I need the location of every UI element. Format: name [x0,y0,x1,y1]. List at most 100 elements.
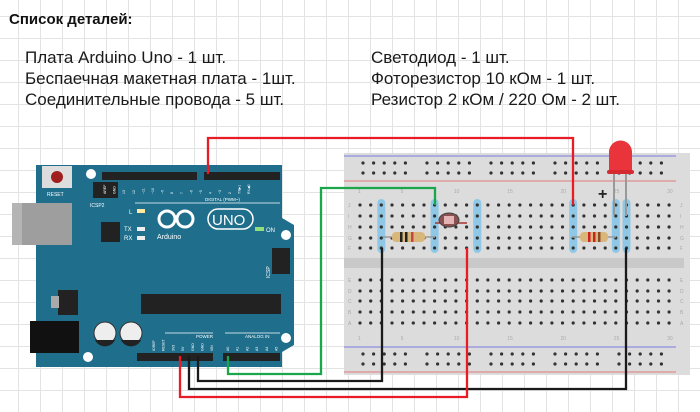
breadboard-hole[interactable] [656,310,661,314]
breadboard-hole[interactable] [401,214,405,218]
breadboard-hole[interactable] [369,310,373,314]
breadboard-hole[interactable] [592,278,597,282]
breadboard-hole[interactable] [539,236,543,240]
breadboard-hole[interactable] [401,321,405,325]
breadboard-hole[interactable] [592,225,597,229]
rail-hole[interactable] [553,362,557,366]
rail-hole[interactable] [382,161,386,165]
breadboard-hole[interactable] [550,321,554,325]
breadboard-hole[interactable] [614,299,618,303]
breadboard-hole[interactable] [529,299,533,303]
breadboard-hole[interactable] [507,246,511,250]
rail-hole[interactable] [553,352,557,356]
breadboard-hole[interactable] [486,203,490,207]
breadboard-hole[interactable] [497,236,501,240]
breadboard-hole[interactable] [497,225,501,229]
rail-hole[interactable] [425,161,429,165]
breadboard-hole[interactable] [560,278,565,282]
breadboard-hole[interactable] [635,214,639,218]
rail-hole[interactable] [531,161,536,165]
rail-hole[interactable] [595,352,600,356]
breadboard-hole[interactable] [422,203,426,207]
rail-hole[interactable] [446,171,450,175]
breadboard-hole[interactable] [603,278,607,282]
rail-hole[interactable] [425,171,429,175]
breadboard-hole[interactable] [497,321,501,325]
breadboard-hole[interactable] [656,299,661,303]
rail-hole[interactable] [531,171,536,175]
breadboard-hole[interactable] [614,225,618,229]
breadboard-hole[interactable] [646,203,650,207]
rail-hole[interactable] [446,362,450,366]
breadboard-hole[interactable] [507,214,511,218]
rail-hole[interactable] [585,171,589,175]
breadboard-hole[interactable] [571,278,575,282]
breadboard-hole[interactable] [582,289,586,293]
breadboard-hole[interactable] [411,203,415,207]
breadboard-hole[interactable] [646,289,650,293]
breadboard-hole[interactable] [656,214,661,218]
breadboard-hole[interactable] [454,310,458,314]
breadboard-hole[interactable] [358,236,362,240]
breadboard-hole[interactable] [475,278,479,282]
breadboard-hole[interactable] [624,236,629,240]
rail-hole[interactable] [436,171,440,175]
breadboard-hole[interactable] [497,246,501,250]
breadboard-hole[interactable] [411,214,415,218]
rail-hole[interactable] [595,161,600,165]
breadboard-hole[interactable] [582,299,586,303]
breadboard-hole[interactable] [624,225,629,229]
breadboard-hole[interactable] [592,246,597,250]
rail-hole[interactable] [564,362,568,366]
rail-hole[interactable] [457,362,461,366]
breadboard-hole[interactable] [582,225,586,229]
breadboard-hole[interactable] [411,246,415,250]
breadboard-hole[interactable] [486,289,490,293]
breadboard-hole[interactable] [667,214,671,218]
breadboard-hole[interactable] [646,321,650,325]
breadboard-hole[interactable] [486,214,490,218]
breadboard-hole[interactable] [443,321,447,325]
breadboard-hole[interactable] [507,321,511,325]
rail-hole[interactable] [617,352,621,356]
rail-hole[interactable] [382,352,386,356]
breadboard-hole[interactable] [571,225,575,229]
breadboard-hole[interactable] [646,246,650,250]
breadboard-hole[interactable] [614,278,618,282]
rail-hole[interactable] [393,352,397,356]
breadboard-hole[interactable] [518,214,522,218]
rail-hole[interactable] [638,352,642,356]
breadboard-hole[interactable] [529,289,533,293]
breadboard-hole[interactable] [571,299,575,303]
breadboard-hole[interactable] [401,246,405,250]
breadboard-hole[interactable] [369,214,373,218]
breadboard-hole[interactable] [390,225,394,229]
breadboard-hole[interactable] [560,299,565,303]
rail-hole[interactable] [467,362,471,366]
rail-hole[interactable] [585,362,589,366]
breadboard-hole[interactable] [454,246,458,250]
breadboard-hole[interactable] [443,299,447,303]
rail-hole[interactable] [489,352,493,356]
breadboard-hole[interactable] [486,236,490,240]
rail-hole[interactable] [500,171,504,175]
breadboard-hole[interactable] [507,225,511,229]
rail-hole[interactable] [574,362,578,366]
rail-hole[interactable] [564,171,568,175]
breadboard-hole[interactable] [475,225,479,229]
breadboard-hole[interactable] [656,278,661,282]
breadboard-hole[interactable] [518,225,522,229]
breadboard-hole[interactable] [635,225,639,229]
breadboard-hole[interactable] [656,289,661,293]
breadboard-hole[interactable] [603,289,607,293]
rail-hole[interactable] [489,362,493,366]
breadboard-hole[interactable] [465,236,469,240]
breadboard-hole[interactable] [635,278,639,282]
breadboard-hole[interactable] [614,214,618,218]
breadboard-hole[interactable] [401,225,405,229]
breadboard-hole[interactable] [529,246,533,250]
breadboard-hole[interactable] [401,299,405,303]
breadboard-hole[interactable] [656,246,661,250]
breadboard-hole[interactable] [582,278,586,282]
breadboard-hole[interactable] [667,203,671,207]
